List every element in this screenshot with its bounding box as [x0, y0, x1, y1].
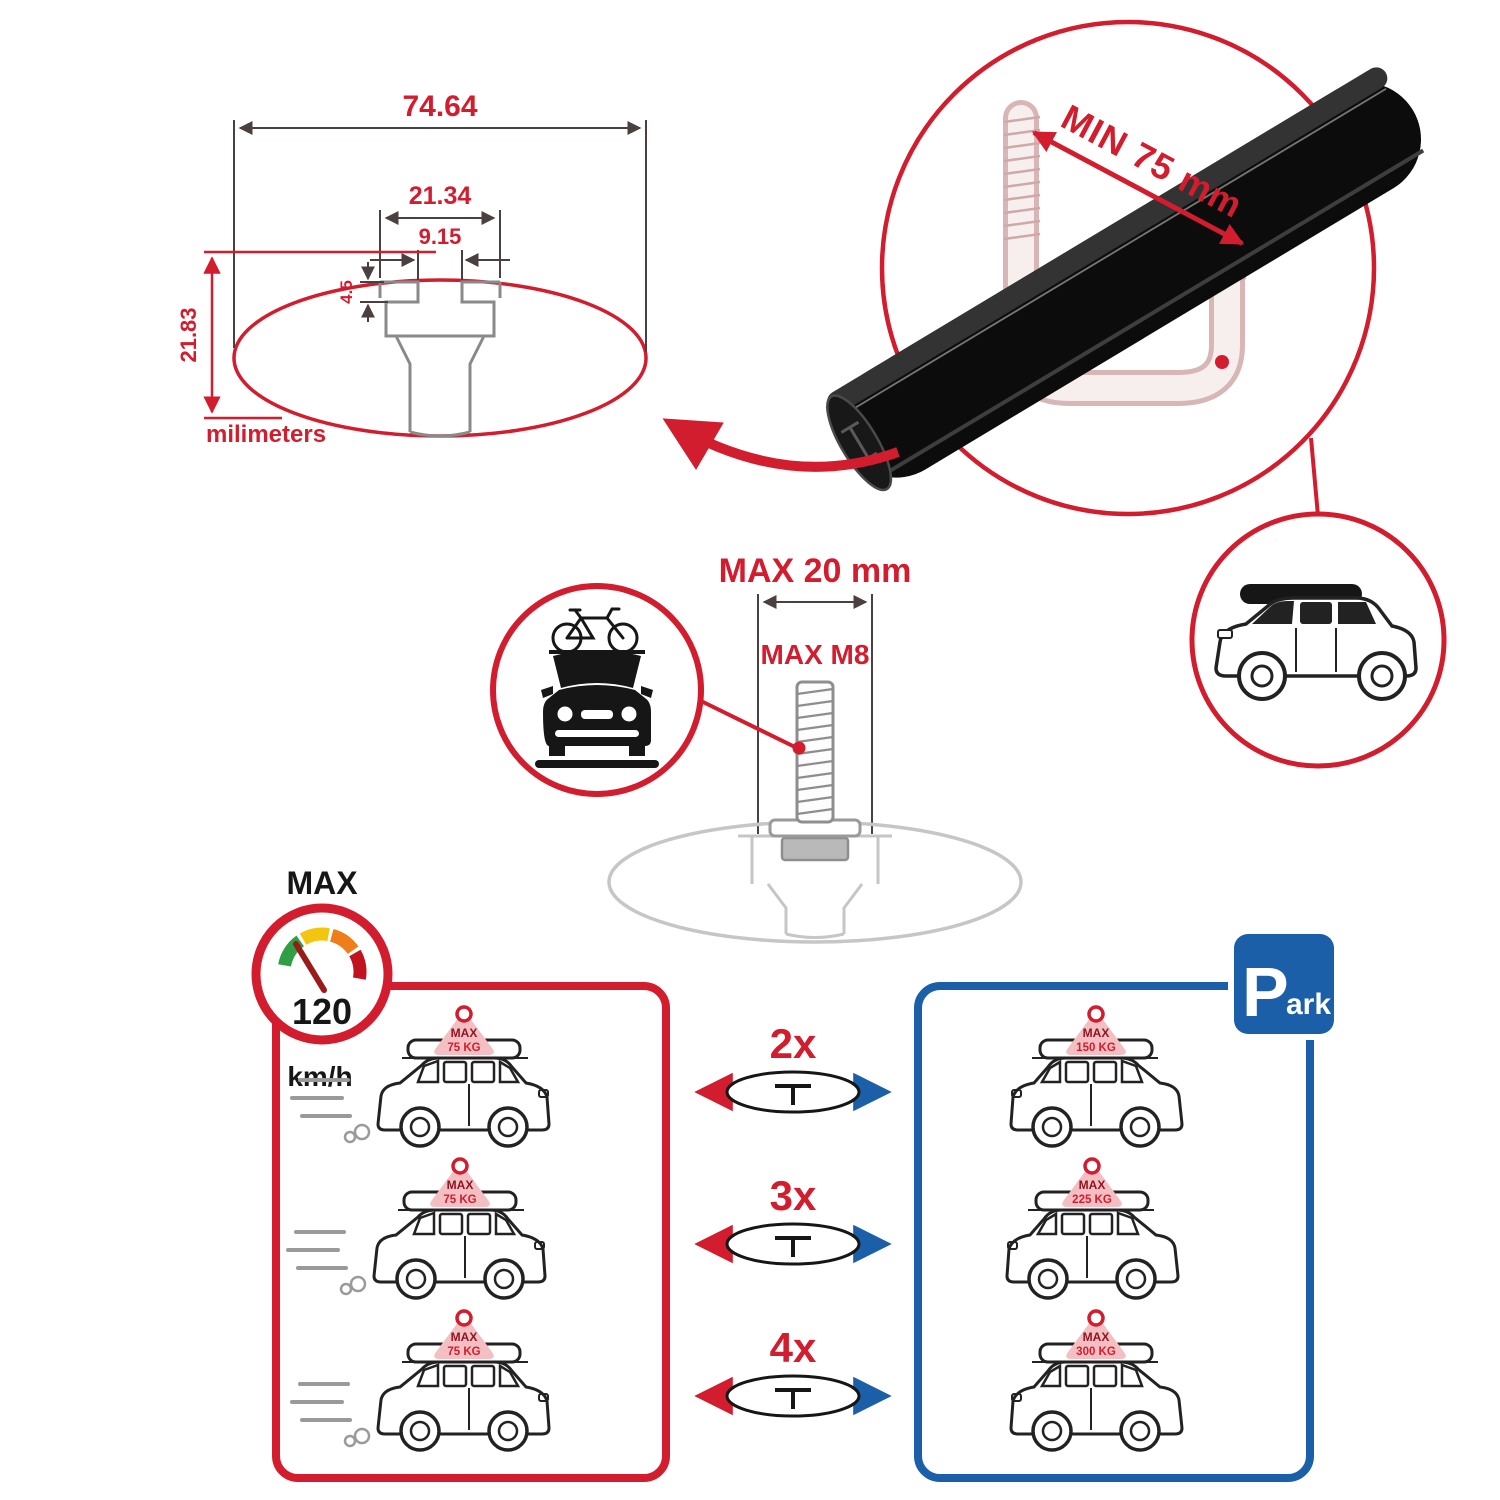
- driving-cars: MAX 75 KG MAX 75 KG MAX 75 KG: [286, 1005, 551, 1452]
- connector-line-suv: [1309, 437, 1320, 517]
- bar-profile-ellipse: [232, 278, 648, 438]
- suv-with-roofbox: [1214, 584, 1418, 701]
- parking-sign-p: P: [1242, 953, 1289, 1031]
- multiplier-label-3: 4x: [770, 1324, 817, 1371]
- dim-lip-depth: 4.5: [337, 262, 388, 322]
- parked-tag-3-line2: 300 KG: [1076, 1346, 1116, 1358]
- bolt-dimension-lines: [757, 594, 873, 834]
- t-bolt: [768, 680, 862, 862]
- bolt-thread-label: MAX M8: [761, 639, 870, 670]
- bolt-width-label: MAX 20 mm: [719, 552, 912, 590]
- technical-drawing: 74.64 21.34 9.15 4.5 21.83: [176, 90, 648, 448]
- speed-limit-gauge: MAX 120 km/h: [251, 865, 393, 1092]
- parked-tag-2-line2: 225 KG: [1072, 1194, 1112, 1206]
- dim-label-height-total: 21.83: [176, 307, 201, 362]
- pointer-arrow-to-drawing: [662, 418, 900, 472]
- dim-label-lip-depth: 4.5: [337, 280, 356, 304]
- gauge-units: km/h: [287, 1061, 352, 1092]
- car-bike-bubble: [490, 583, 704, 797]
- gauge-circle: [251, 903, 393, 1045]
- multiplier-row-3: 4x: [694, 1324, 892, 1418]
- bolt-detail: MAX 20 mm MAX M8: [490, 552, 1023, 944]
- driving-tag-2-line2: 75 KG: [443, 1194, 476, 1206]
- parked-tag-2-line1: MAX: [1079, 1178, 1106, 1192]
- parking-sign-ark: ark: [1286, 988, 1331, 1021]
- dim-width-slot: 9.15: [370, 224, 510, 280]
- parked-cars: MAX 150 KG MAX 225 KG MAX 300 KG: [1005, 1005, 1184, 1452]
- driving-tag-3-line2: 75 KG: [447, 1346, 480, 1358]
- dim-label-width-slot: 9.15: [419, 224, 462, 249]
- dim-label-width-channel: 21.34: [409, 182, 472, 210]
- suv-roofbox-bubble: [1189, 511, 1447, 769]
- parked-tag-1-line2: 150 KG: [1076, 1042, 1116, 1054]
- parking-sign: P ark: [1228, 928, 1340, 1040]
- multiplier-row-2: 3x: [694, 1172, 892, 1266]
- driving-tag-1-line2: 75 KG: [447, 1042, 480, 1054]
- dim-height-total: 21.83: [176, 250, 436, 420]
- gauge-needle: [293, 941, 327, 993]
- car-front-with-bike: [535, 607, 659, 768]
- dim-label-width-total: 74.64: [402, 90, 477, 123]
- gauge-value: 120: [292, 991, 352, 1032]
- clamp-point-dot: [1215, 355, 1229, 369]
- t-slot-profile: [378, 280, 502, 438]
- multiplier-label-1: 2x: [770, 1020, 817, 1067]
- multiplier-label-2: 3x: [770, 1172, 817, 1219]
- bolt-point-dot: [792, 741, 806, 755]
- driving-tag-1-line1: MAX: [451, 1026, 478, 1040]
- units-label: milimeters: [206, 421, 326, 448]
- dim-width-total: 74.64: [233, 90, 647, 352]
- gauge-title: MAX: [286, 865, 358, 901]
- multiplier-row-1: 2x: [694, 1020, 892, 1114]
- connector-line-bolt: [698, 698, 798, 750]
- multiplier-rows: 2x 3x 4x: [694, 1020, 892, 1418]
- driving-tag-2-line1: MAX: [447, 1178, 474, 1192]
- parked-tag-1-line1: MAX: [1083, 1026, 1110, 1040]
- dim-width-channel: 21.34: [379, 182, 501, 278]
- gauge-arcs: [278, 927, 367, 980]
- driving-tag-3-line1: MAX: [451, 1330, 478, 1344]
- parked-tag-3-line1: MAX: [1083, 1330, 1110, 1344]
- crossbar-detail: MIN 75 mm: [662, 19, 1447, 769]
- comparison-section: MAX 120 km/h P ark MAX 75 KG: [251, 865, 1340, 1482]
